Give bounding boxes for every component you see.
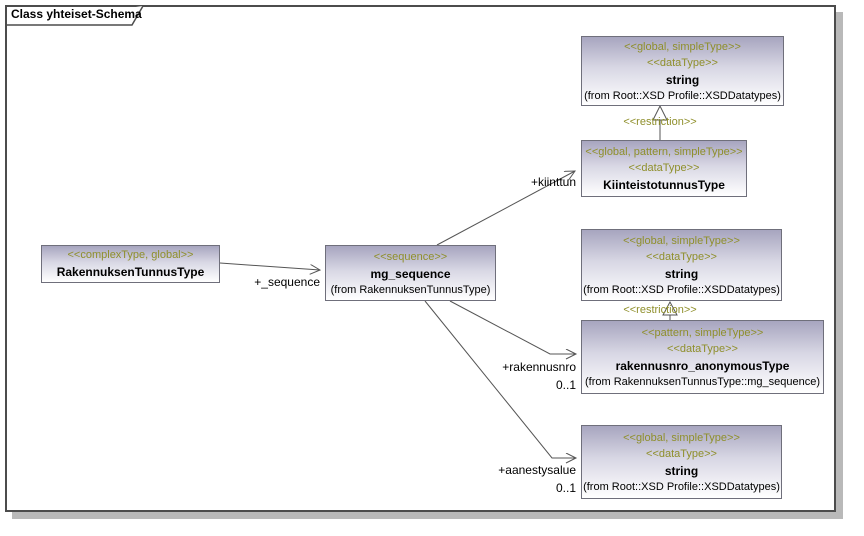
from-label: (from Root::XSD Profile::XSDDatatypes) (583, 480, 780, 493)
edge-label-kiinttun: +kiinttun (530, 175, 576, 189)
edge-label-restriction-top: <<restriction>> (623, 116, 697, 128)
stereotype-label: <<complexType, global>> (67, 249, 194, 261)
class-name: mg_sequence (370, 266, 451, 281)
from-label: (from Root::XSD Profile::XSDDatatypes) (584, 89, 781, 102)
diagram-title: Class yhteiset-Schema (11, 7, 142, 21)
stereotype-label: <<sequence>> (373, 250, 448, 263)
class-box-kiinteistotunnustype[interactable]: <<global, pattern, simpleType>> <<dataTy… (581, 140, 747, 197)
edge-multiplicity-rakennusnro: 0..1 (555, 378, 576, 392)
class-box-string-top[interactable]: <<global, simpleType>> <<dataType>> stri… (581, 36, 784, 106)
class-box-string-mid[interactable]: <<global, simpleType>> <<dataType>> stri… (581, 229, 782, 301)
stereotype-label: <<global, simpleType>> (623, 234, 740, 247)
class-name: string (664, 463, 699, 478)
class-name: rakennusnro_anonymousType (615, 358, 790, 373)
stereotype-label: <<global, simpleType>> (623, 431, 740, 444)
edge-label-sequence: +_sequence (254, 275, 320, 289)
stereotype-label: <<dataType>> (628, 161, 700, 174)
edge-label-rakennusnro: +rakennusnro (502, 360, 576, 374)
stereotype-label: <<dataType>> (667, 342, 738, 355)
edge-label-restriction-mid: <<restriction>> (623, 304, 697, 316)
class-box-string-bottom[interactable]: <<global, simpleType>> <<dataType>> stri… (581, 425, 782, 499)
class-box-rakennusnro-anonymoustype[interactable]: <<pattern, simpleType>> <<dataType>> rak… (581, 320, 824, 394)
from-label: (from Root::XSD Profile::XSDDatatypes) (583, 283, 780, 296)
class-name: string (665, 72, 700, 87)
class-name: KiinteistotunnusType (603, 177, 725, 192)
from-label: (from RakennuksenTunnusType) (330, 283, 491, 296)
stereotype-label: <<global, pattern, simpleType>> (585, 145, 743, 158)
stereotype-label: <<dataType>> (646, 447, 717, 460)
class-box-mg-sequence[interactable]: <<sequence>> mg_sequence (from Rakennuks… (325, 245, 496, 301)
stereotype-label: <<global, simpleType>> (624, 40, 741, 53)
class-name: string (664, 266, 699, 281)
class-name: RakennuksenTunnusType (56, 265, 205, 279)
from-label: (from RakennuksenTunnusType::mg_sequence… (585, 375, 820, 388)
class-box-rakennuksentunnustype[interactable]: <<complexType, global>> RakennuksenTunnu… (41, 245, 220, 283)
stereotype-label: <<dataType>> (647, 56, 718, 69)
edge-multiplicity-aanestysalue: 0..1 (555, 481, 576, 495)
stereotype-label: <<pattern, simpleType>> (641, 326, 764, 339)
stereotype-label: <<dataType>> (646, 250, 717, 263)
edge-label-aanestysalue: +aanestysalue (498, 463, 576, 477)
